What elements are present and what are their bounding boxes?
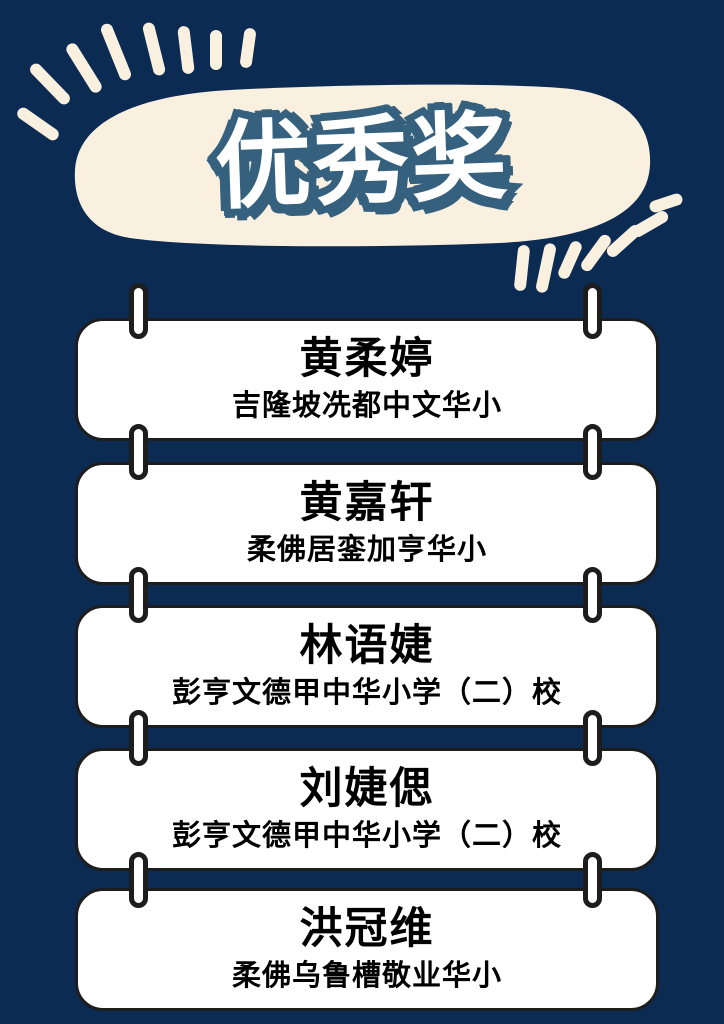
title-blob xyxy=(74,84,651,247)
title-banner: 优秀奖 优秀奖 xyxy=(61,68,663,259)
burst-ray-icon xyxy=(141,21,167,77)
awardee-school: 彭亨文德甲中华小学（二）校 xyxy=(171,677,562,710)
page-title: 优秀奖 xyxy=(213,103,511,222)
awardee-name: 洪冠维 xyxy=(299,904,435,953)
connector-pin-icon xyxy=(583,424,602,480)
awardee-school: 彭亨文德甲中华小学（二）校 xyxy=(171,820,562,853)
connector-pin-icon xyxy=(129,852,148,908)
awardee-name: 黄柔婷 xyxy=(299,334,435,383)
award-card: 黄柔婷 吉隆坡冼都中文华小 xyxy=(75,318,659,441)
connector-pin-icon xyxy=(583,283,602,339)
connector-pin-icon xyxy=(583,852,602,908)
burst-ray-icon xyxy=(177,25,195,75)
award-card: 林语婕 彭亨文德甲中华小学（二）校 xyxy=(75,605,659,728)
connector-pin-icon xyxy=(129,283,148,339)
awardee-name: 黄嘉轩 xyxy=(299,478,435,527)
connector-pin-icon xyxy=(129,567,148,623)
awardee-name: 林语婕 xyxy=(299,621,435,670)
burst-ray-icon xyxy=(210,30,222,70)
connector-pin-icon xyxy=(583,567,602,623)
awardee-name: 刘婕偲 xyxy=(299,764,435,813)
burst-ray-icon xyxy=(239,27,257,69)
awardee-school: 吉隆坡冼都中文华小 xyxy=(231,390,502,423)
connector-pin-icon xyxy=(129,424,148,480)
connector-pin-icon xyxy=(583,710,602,766)
award-card: 洪冠维 柔佛乌鲁槽敬业华小 xyxy=(75,888,659,1011)
awardee-school: 柔佛乌鲁槽敬业华小 xyxy=(231,960,502,993)
connector-pin-icon xyxy=(129,710,148,766)
award-card: 黄嘉轩 柔佛居銮加亨华小 xyxy=(75,462,659,585)
award-card: 刘婕偲 彭亨文德甲中华小学（二）校 xyxy=(75,748,659,871)
burst-ray-icon xyxy=(99,21,133,83)
awardee-school: 柔佛居銮加亨华小 xyxy=(246,534,487,567)
burst-ray-icon xyxy=(14,105,62,143)
